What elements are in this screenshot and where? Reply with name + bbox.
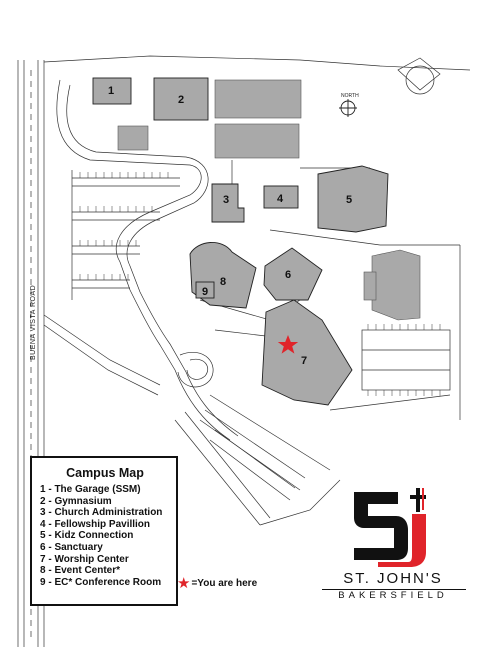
legend-title: Campus Map (66, 466, 144, 480)
brand-city: BAKERSFIELD (338, 590, 448, 601)
legend-item: 2 - Gymnasium (40, 495, 112, 507)
building-2-gymnasium (153, 77, 209, 121)
building-4-label: 4 (277, 193, 284, 205)
you-are-here-key: ★ =You are here (177, 575, 257, 591)
legend-item: 4 - Fellowship Pavillion (40, 518, 151, 530)
legend-item: 1 - The Garage (SSM) (40, 484, 141, 495)
building-7-label: 7 (301, 355, 307, 367)
legend-item: 3 - Church Administration (40, 507, 163, 519)
building-6-sanctuary (263, 247, 323, 301)
sj-cross-logo (354, 488, 426, 567)
you-are-here-text: =You are here (191, 577, 258, 589)
building-2-label: 2 (178, 94, 184, 106)
legend-item: 9 - EC* Conference Room (40, 576, 162, 588)
north-label: NORTH (341, 93, 359, 99)
building-7-worship-center (261, 299, 353, 406)
legend-item: 8 - Event Center* (40, 565, 121, 577)
brand-name: ST. JOHN'S (343, 570, 443, 587)
legend-item: 6 - Sanctuary (40, 541, 103, 553)
legend-item: 5 - Kidz Connection (40, 530, 134, 542)
building-1-label: 1 (108, 85, 114, 97)
building-5-kidz-connection (317, 165, 389, 233)
building-1-garage (92, 77, 132, 105)
star-icon: ★ (177, 574, 191, 592)
building-5-label: 5 (346, 194, 352, 206)
building-8-label: 8 (220, 276, 226, 288)
brand-divider (322, 589, 466, 590)
you-are-here-star-icon (277, 335, 299, 354)
legend-item: 7 - Worship Center (40, 553, 129, 565)
building-3-church-administration (211, 183, 245, 223)
building-6-label: 6 (285, 269, 291, 281)
building-3-label: 3 (223, 194, 229, 206)
north-arrow-icon (339, 99, 357, 117)
legend-list: 1 - The Garage (SSM) 2 - Gymnasium 3 - C… (40, 484, 170, 588)
road-label: BUENA VISTA ROAD (30, 285, 37, 360)
building-9-ec-conference-room (195, 281, 215, 299)
building-4-fellowship-pavillion (263, 185, 299, 209)
legend-box: Campus Map 1 - The Garage (SSM) 2 - Gymn… (30, 456, 178, 606)
parking-stalls (79, 172, 441, 396)
building-9-label: 9 (202, 286, 208, 298)
